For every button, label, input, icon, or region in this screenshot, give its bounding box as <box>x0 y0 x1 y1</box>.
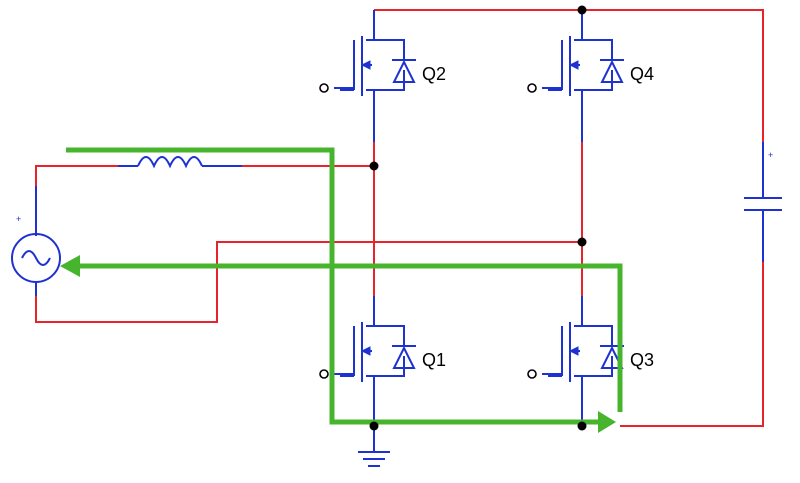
junction-top-right-leg <box>577 5 587 15</box>
mosfet-q1-label: Q1 <box>422 350 446 370</box>
junctions <box>369 5 587 431</box>
mosfet-q4: Q4 <box>527 10 654 142</box>
mosfet-q3: Q3 <box>527 296 654 428</box>
junction-right-leg-mid <box>577 237 587 247</box>
right-rail-wire <box>620 262 764 427</box>
mosfet-q3-label: Q3 <box>630 350 654 370</box>
mosfet-q4-label: Q4 <box>630 64 654 84</box>
mosfet-q1: Q1 <box>319 296 446 428</box>
junction-bottom-right <box>577 421 587 431</box>
capacitor: + <box>744 142 782 262</box>
source-top-wire <box>35 165 118 186</box>
ac-voltage-source: + <box>11 186 61 296</box>
current-path-outer <box>66 147 604 425</box>
junction-bottom-left <box>369 421 379 431</box>
current-path <box>60 147 623 433</box>
inductor <box>118 156 242 169</box>
junction-left-leg-mid <box>369 161 379 171</box>
mosfet-q2: Q2 <box>319 10 446 142</box>
current-arrowhead-left <box>60 255 80 277</box>
current-path-return <box>80 263 623 412</box>
top-rail-wire <box>374 9 764 142</box>
source-polarity-mark: + <box>16 214 21 224</box>
capacitor-polarity-mark: + <box>768 150 773 160</box>
source-bottom-wire <box>35 241 582 323</box>
ground-symbol <box>358 426 390 467</box>
components: + + <box>11 142 782 467</box>
mosfet-q2-label: Q2 <box>422 64 446 84</box>
current-arrowhead-right <box>598 411 616 433</box>
